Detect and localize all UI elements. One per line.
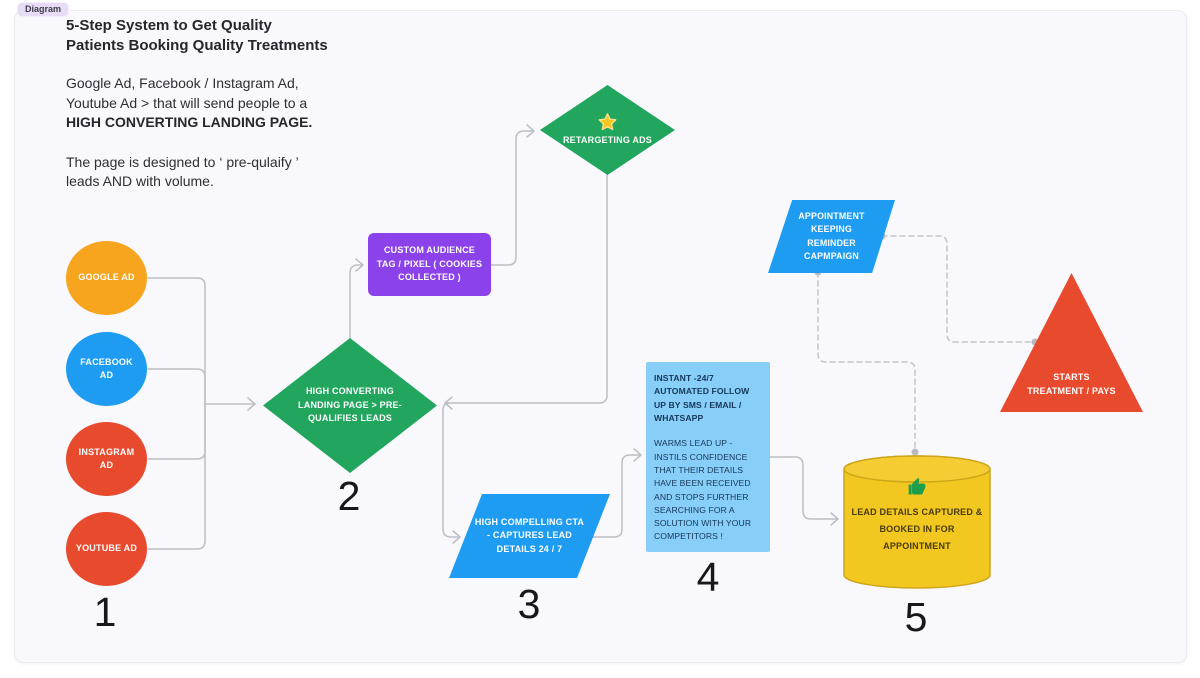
connector-endpoint <box>911 448 919 456</box>
step-number-1[interactable]: 1 <box>93 589 117 635</box>
node-facebook-ad[interactable]: FACEBOOK AD <box>66 332 147 406</box>
arrowhead <box>355 258 364 272</box>
intro-paragraph-2: The page is designed to ‘ pre-qulaify ’ … <box>66 153 299 190</box>
arrowhead <box>526 124 535 138</box>
arrowhead <box>247 397 256 411</box>
cylinder-shape <box>843 455 991 589</box>
intro-paragraph-1-bold: HIGH CONVERTING LANDING PAGE. <box>66 114 313 130</box>
node-label: FACEBOOK AD <box>80 356 133 381</box>
node-label: CUSTOM AUDIENCE TAG / PIXEL ( COOKIES CO… <box>376 245 483 283</box>
connector-youtube-to-merge[interactable] <box>147 403 206 550</box>
connector-instagram-to-merge[interactable] <box>147 403 206 460</box>
node-google-ad[interactable]: GOOGLE AD <box>66 241 147 315</box>
node-label: HIGH CONVERTING LANDING PAGE > PRE-QUALI… <box>298 386 402 424</box>
arrowhead <box>633 448 642 462</box>
node-label: GOOGLE AD <box>78 272 135 283</box>
node-lead-details-cylinder[interactable]: LEAD DETAILS CAPTURED & BOOKED IN FOR AP… <box>843 455 991 589</box>
step-number-4[interactable]: 4 <box>696 554 720 600</box>
star-icon <box>598 113 617 131</box>
intro-paragraph-1-normal: Google Ad, Facebook / Instagram Ad, Yout… <box>66 75 308 111</box>
followup-body: WARMS LEAD UP - INSTILS CONFIDENCE THAT … <box>654 438 752 542</box>
connector-retargeting-to-landing[interactable] <box>446 174 608 404</box>
step-number-3[interactable]: 3 <box>517 581 541 627</box>
connector-landing-to-pixel[interactable] <box>349 264 362 339</box>
connector-appointment-to-booked[interactable] <box>817 271 916 451</box>
followup-heading: INSTANT -24/7 AUTOMATED FOLLOW UP BY SMS… <box>654 373 750 423</box>
step-number-5[interactable]: 5 <box>904 594 928 640</box>
step-number-2[interactable]: 2 <box>337 473 361 519</box>
node-label: INSTAGRAM AD <box>78 446 135 471</box>
node-label: YOUTUBE AD <box>75 543 138 554</box>
diagram-title: 5-Step System to Get Quality Patients Bo… <box>66 17 328 54</box>
node-appointment-reminder-parallelogram[interactable]: APPOINTMENT KEEPING REMINDER CAPMPAIGN <box>768 200 895 273</box>
diagram-type-badge: Diagram <box>17 2 70 17</box>
connector-appointment-to-treatment[interactable] <box>881 235 1033 343</box>
node-youtube-ad[interactable]: YOUTUBE AD <box>66 512 147 586</box>
connector-cta-to-followup[interactable] <box>591 454 640 538</box>
arrowhead <box>830 512 839 526</box>
node-label: STARTS TREATMENT / PAYS <box>1027 372 1116 396</box>
node-label: RETARGETING ADS <box>562 135 652 146</box>
connector-facebook-to-merge[interactable] <box>147 368 206 405</box>
intro-text-block[interactable]: 5-Step System to Get Quality Patients Bo… <box>66 16 328 212</box>
node-instagram-ad[interactable]: INSTAGRAM AD <box>66 422 147 496</box>
arrowhead <box>444 396 453 410</box>
node-label: APPOINTMENT KEEPING REMINDER CAPMPAIGN <box>798 211 865 261</box>
connector-pixel-to-retargeting[interactable] <box>490 130 533 266</box>
node-label: HIGH COMPELLING CTA - CAPTURES LEAD DETA… <box>474 516 585 554</box>
connector-followup-to-booked[interactable] <box>769 456 837 520</box>
node-label: LEAD DETAILS CAPTURED & BOOKED IN FOR AP… <box>851 507 983 552</box>
node-followup-box[interactable]: INSTANT -24/7 AUTOMATED FOLLOW UP BY SMS… <box>646 362 770 552</box>
thumbs-up-icon <box>908 477 926 495</box>
intro-paragraph-1: Google Ad, Facebook / Instagram Ad, Yout… <box>66 74 328 133</box>
connector-google-to-merge[interactable] <box>147 277 206 405</box>
connector-landing-to-cta[interactable] <box>442 402 459 538</box>
arrowhead <box>452 530 461 544</box>
node-custom-audience-pixel[interactable]: CUSTOM AUDIENCE TAG / PIXEL ( COOKIES CO… <box>368 233 491 296</box>
